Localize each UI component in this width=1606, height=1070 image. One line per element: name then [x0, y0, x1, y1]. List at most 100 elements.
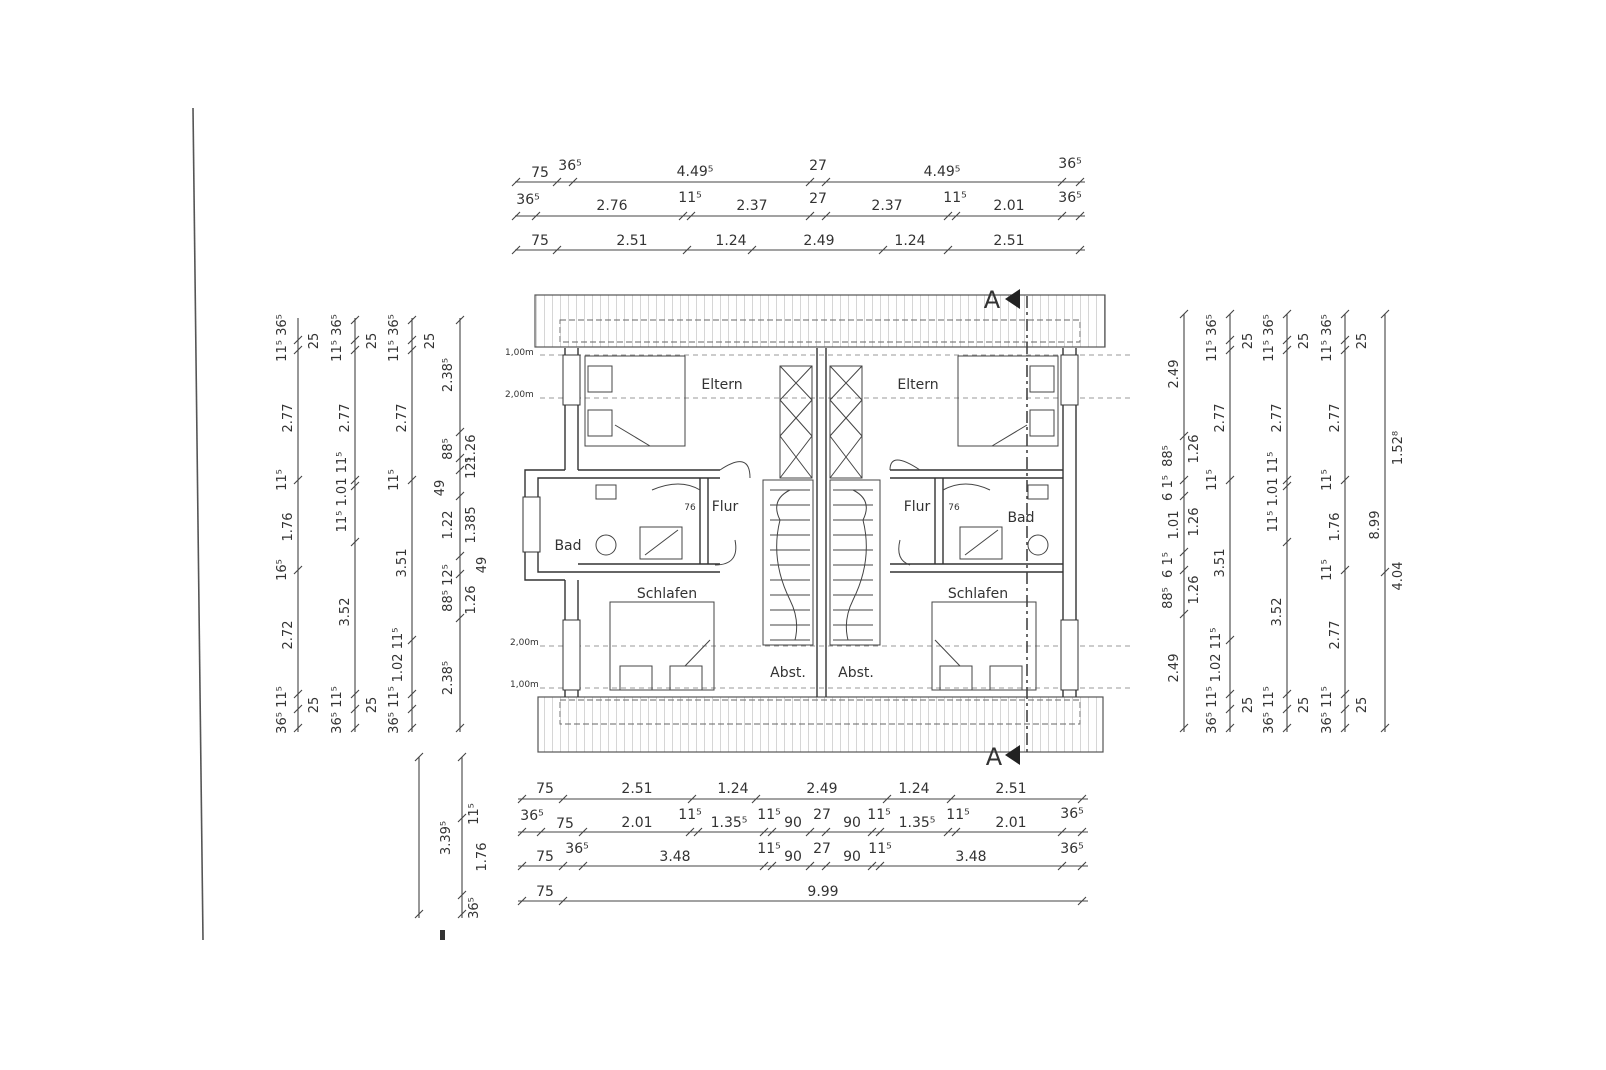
dim-label: 1.24	[715, 233, 746, 249]
dim-label: 49	[433, 480, 448, 497]
dim-label: 36⁵ 11⁵	[387, 686, 402, 734]
dim-label: 11⁵ 36⁵	[330, 314, 345, 362]
dim-label: 36⁵	[1060, 841, 1083, 857]
room-label-schlafen-right: Schlafen	[948, 586, 1008, 602]
dim-label: 88⁵ 12⁵	[441, 564, 456, 612]
room-label-flur-right: Flur	[904, 499, 931, 515]
dim-label: 11⁵	[387, 469, 402, 491]
dim-label: 6 1⁵	[1161, 552, 1176, 578]
dim-label: 25	[1241, 697, 1256, 714]
dim-label: 1.76	[475, 843, 490, 872]
dim-label: 12⁵	[464, 457, 479, 479]
dim-label: 6 1⁵	[1161, 475, 1176, 501]
dim-label: 1.385	[464, 506, 479, 543]
dim-label: 3.52	[338, 598, 353, 627]
dim-label: 11⁵	[678, 190, 701, 206]
room-label-flur-left: Flur	[712, 499, 739, 515]
dim-label: 11⁵ 36⁵	[387, 314, 402, 362]
dim-label: 11⁵ 36⁵	[275, 314, 290, 362]
door-width-left: 76	[684, 503, 696, 513]
dim-label: 75	[531, 233, 549, 249]
dim-label: 36⁵ 11⁵	[275, 686, 290, 734]
dim-label: 11⁵	[868, 841, 891, 857]
dim-label: 3.51	[395, 549, 410, 578]
dim-label: 16⁵	[275, 559, 290, 581]
dim-label: 25	[1355, 333, 1370, 350]
dim-label: 36⁵	[565, 841, 588, 857]
dims-bottom	[517, 794, 1088, 906]
dims-right	[1179, 309, 1390, 733]
dim-label: 1.26	[1187, 576, 1202, 605]
dim-label: 2.01	[995, 815, 1026, 831]
dim-label: 1.24	[717, 781, 748, 797]
dim-label: 2.49	[806, 781, 837, 797]
room-label-bad-right: Bad	[1007, 510, 1034, 526]
dim-label: 88⁵	[1161, 445, 1176, 467]
section-line: A A	[984, 286, 1028, 771]
dim-label: 36⁵	[1060, 806, 1083, 822]
room-label-abst-right: Abst.	[838, 665, 874, 681]
dim-label: 4.49⁵	[677, 164, 714, 180]
dim-label: 11⁵	[1205, 469, 1220, 491]
room-label-bad-left: Bad	[554, 538, 581, 554]
dim-label: 2.49	[803, 233, 834, 249]
dim-label: 11⁵	[757, 807, 780, 823]
dim-label: 3.48	[955, 849, 986, 865]
dim-label: 2.49	[1167, 654, 1182, 683]
dim-label: 2.72	[281, 621, 296, 650]
dim-label: 11⁵	[678, 807, 701, 823]
page-mark	[440, 930, 445, 940]
level-label: 1,00m	[505, 348, 534, 358]
dim-label: 25	[1241, 333, 1256, 350]
dim-label: 2.76	[596, 198, 627, 214]
dims-bottom-labels: 75 2.51 1.24 2.49 1.24 2.51 36⁵ 75 2.01 …	[520, 781, 1083, 900]
dim-label: 1.24	[894, 233, 925, 249]
dim-label: 90	[784, 849, 802, 865]
dim-label: 11⁵	[946, 807, 969, 823]
dim-label: 2.01	[621, 815, 652, 831]
dim-label: 11⁵ 36⁵	[1320, 314, 1335, 362]
level-labels: 1,00m 2,00m 2,00m 1,00m	[505, 348, 539, 690]
windows	[522, 354, 1079, 691]
section-label-top: A	[984, 286, 1001, 314]
room-label-eltern-left: Eltern	[701, 377, 742, 393]
dim-label: 11⁵ 1.01 11⁵	[335, 452, 350, 533]
dim-label: 25	[365, 697, 380, 714]
dims-bottom-left-labels: 3.39⁵ 11⁵ 1.76 36⁵	[439, 803, 490, 919]
dim-label: 3.48	[659, 849, 690, 865]
roof-top	[534, 294, 1106, 348]
dim-label: 3.39⁵	[439, 821, 454, 855]
dim-label: 1.01	[1167, 511, 1182, 540]
dim-label: 75	[536, 781, 554, 797]
dim-label: 11⁵ 36⁵	[1262, 314, 1277, 362]
dim-label: 36⁵ 11⁵	[1262, 686, 1277, 734]
dim-label: 1.22	[441, 511, 456, 540]
dim-label: 27	[809, 158, 827, 174]
dims-left-labels: 11⁵ 36⁵ 2.77 11⁵ 1.76 16⁵ 2.72 36⁵ 11⁵ 2…	[275, 314, 490, 734]
dim-label: 25	[307, 697, 322, 714]
dim-label: 25	[307, 333, 322, 350]
page-border-line	[192, 107, 204, 941]
dim-label: 4.04	[1391, 562, 1406, 591]
dim-label: 11⁵	[1320, 559, 1335, 581]
dim-label: 2.77	[281, 404, 296, 433]
dim-label: 8.99	[1368, 511, 1383, 540]
dim-label: 1.24	[898, 781, 929, 797]
dim-label: 25	[423, 333, 438, 350]
dim-label: 2.77	[1328, 404, 1343, 433]
dim-label: 36⁵	[516, 192, 539, 208]
room-label-schlafen-left: Schlafen	[637, 586, 697, 602]
dim-label: 9.99	[807, 884, 838, 900]
dim-label: 11⁵	[757, 841, 780, 857]
dim-label: 2.49	[1167, 360, 1182, 389]
dim-label: 1.26	[464, 435, 479, 464]
dims-right-labels: 2.49 88⁵ 6 1⁵ 1.01 6 1⁵ 88⁵ 2.49 1.26 1.…	[1161, 314, 1406, 734]
level-label: 2,00m	[505, 390, 534, 400]
dim-label: 36⁵	[520, 808, 543, 824]
dim-label: 25	[1355, 697, 1370, 714]
dim-label: 27	[813, 807, 831, 823]
roof-bottom	[537, 696, 1104, 753]
dim-label: 4.49⁵	[924, 164, 961, 180]
dim-label: 49	[475, 557, 490, 574]
